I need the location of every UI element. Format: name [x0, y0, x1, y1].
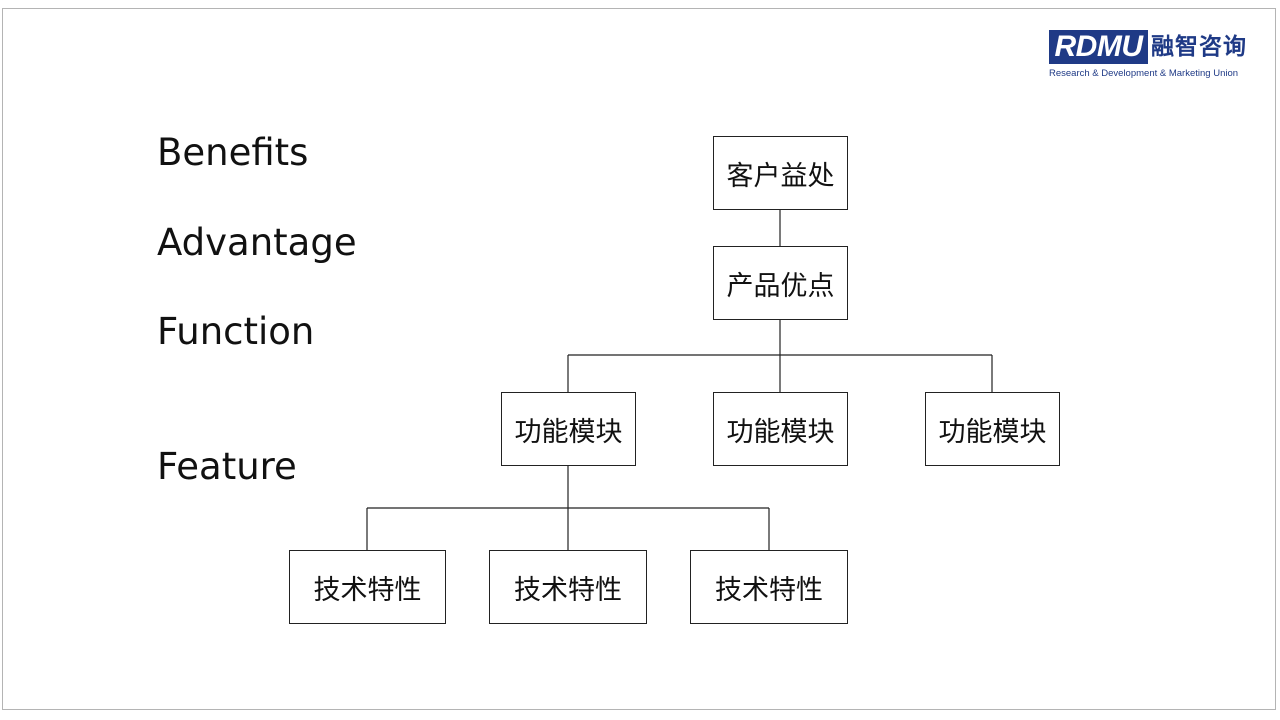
node-function-module-3: 功能模块 [925, 392, 1060, 466]
logo-chinese-name: 融智咨询 [1151, 33, 1247, 60]
node-product-advantage: 产品优点 [713, 246, 848, 320]
level-label-function: Function [157, 310, 315, 353]
node-function-module-1: 功能模块 [501, 392, 636, 466]
level-label-advantage: Advantage [157, 221, 357, 264]
level-label-benefits: Benefits [157, 131, 309, 174]
node-function-module-2: 功能模块 [713, 392, 848, 466]
node-tech-feature-3: 技术特性 [690, 550, 848, 624]
node-customer-benefit: 客户益处 [713, 136, 848, 210]
logo-subtitle: Research & Development & Marketing Union [1049, 68, 1239, 79]
logo-abbreviation: RDMU [1049, 30, 1148, 64]
node-tech-feature-2: 技术特性 [489, 550, 647, 624]
node-tech-feature-1: 技术特性 [289, 550, 446, 624]
rdmu-logo: RDMU 融智咨询 Research & Development & Marke… [1049, 29, 1255, 81]
level-label-feature: Feature [157, 445, 297, 488]
